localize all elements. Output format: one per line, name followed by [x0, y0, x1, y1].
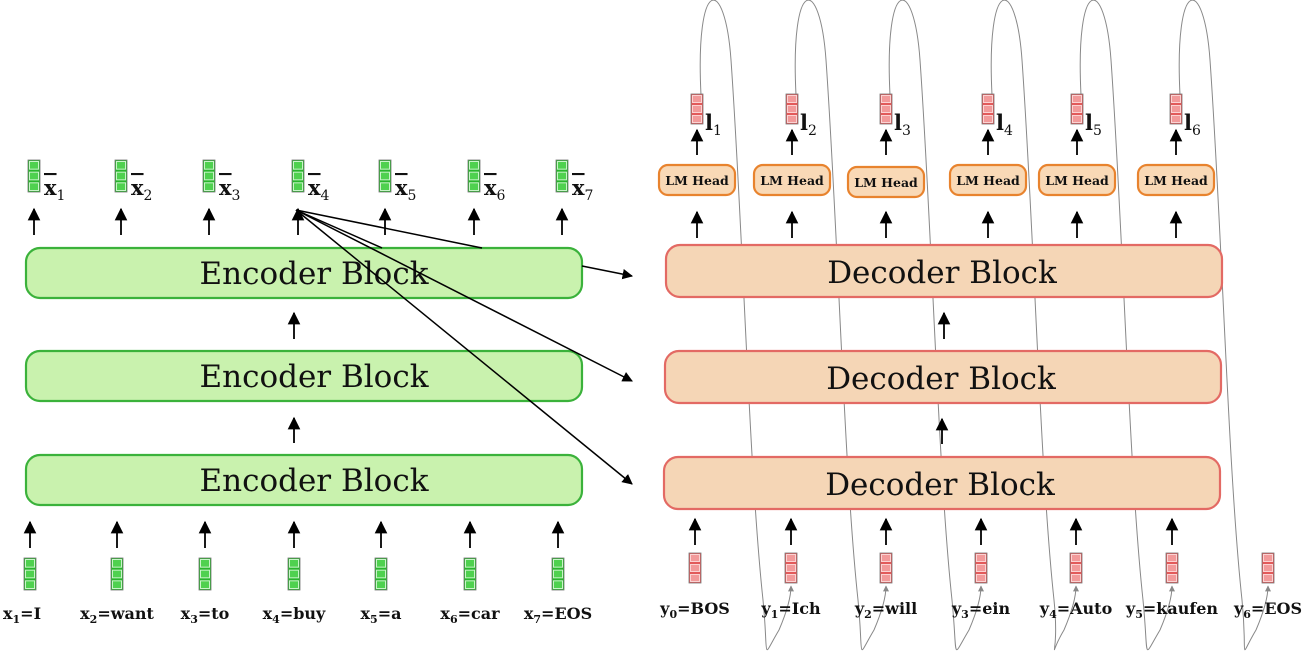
decoder-input-tokens: y0=BOS y1=Ich y2=will y3=ein y4=Auto y5=kaufe… [659, 517, 1302, 621]
encoder-output-vector [555, 159, 569, 193]
encoder-output-vector [114, 159, 128, 193]
lm-heads: LM Head LM Head LM Head LM Head LM Head LM He… [657, 128, 1216, 238]
decoder-input-label: y2=will [854, 599, 917, 621]
decoder-output-vector [1169, 93, 1183, 125]
decoder-output-logits: l1 l2 l3 l4 l5 l6 [690, 93, 1201, 139]
decoder-output-label: l1 [705, 110, 722, 139]
decoder-block-label: Decoder Block [825, 467, 1055, 503]
encoder-input-vector [198, 557, 212, 591]
encoder-block-bottom: Encoder Block [24, 453, 584, 507]
autoregressive-loop-curve [1079, 0, 1175, 650]
encoder-input-vector [110, 557, 124, 591]
autoregressive-loop-curve [990, 0, 1079, 650]
autoregressive-loop-curve [888, 0, 984, 650]
lm-head-box: LM Head [1037, 163, 1117, 197]
encoder-stack: Encoder Block Encoder Block Encoder Bloc… [24, 246, 584, 507]
decoder-block-top: Decoder Block [664, 243, 1224, 299]
encoder-input-vector [23, 557, 37, 591]
encoder-input-label: x2=want [80, 604, 154, 626]
decoder-input-label: y4=Auto [1039, 599, 1113, 621]
encoder-input-tokens: x1=I x2=want x3=to x4=buy x5=a x6=car x7=EOS [3, 520, 592, 626]
decoder-input-vector [879, 552, 893, 584]
encoder-input-label: x4=buy [263, 604, 326, 626]
lm-head-label: LM Head [1045, 173, 1109, 188]
decoder-output-label: l6 [1184, 110, 1201, 139]
decoder-input-label: y5=kaufen [1125, 599, 1219, 621]
decoder-output-vector [981, 93, 995, 125]
lm-head-label: LM Head [854, 175, 918, 190]
encoder-block-middle: Encoder Block [24, 349, 584, 403]
encoder-block-label: Encoder Block [200, 359, 429, 395]
decoder-input-vector [1261, 552, 1275, 584]
decoder-input-vector [688, 552, 702, 584]
decoder-block-middle: Decoder Block [663, 349, 1223, 405]
decoder-block-bottom: Decoder Block [662, 455, 1222, 511]
decoder-input-vector [974, 552, 988, 584]
decoder-output-vector [879, 93, 893, 125]
lm-head-box: LM Head [752, 163, 832, 197]
lm-head-label: LM Head [956, 173, 1020, 188]
autoregressive-loops [699, 0, 1271, 650]
lm-head-box: LM Head [657, 163, 737, 197]
encoder-output-vector [27, 159, 41, 193]
encoder-input-vector [374, 557, 388, 591]
decoder-output-vector [690, 93, 704, 125]
lm-head-box: LM Head [1136, 163, 1216, 197]
encoder-block-top: Encoder Block [24, 246, 584, 300]
decoder-block-label: Decoder Block [827, 255, 1057, 291]
encoder-output-label: x6 [484, 175, 506, 204]
decoder-stack-arrows [935, 311, 951, 444]
encoder-output-label: x7 [572, 175, 593, 204]
encoder-output-label: x1 [44, 175, 65, 204]
decoder-output-vector [785, 93, 799, 125]
encoder-output-label: x2 [131, 175, 152, 204]
decoder-stack: Decoder Block Decoder Block Decoder Bloc… [662, 243, 1224, 511]
decoder-input-vector [1165, 552, 1179, 584]
lm-head-box: LM Head [948, 163, 1028, 197]
encoder-output-label: x5 [395, 175, 416, 204]
autoregressive-loop-curve [794, 0, 889, 650]
encoder-input-vector [463, 557, 477, 591]
encoder-output-label: x3 [219, 175, 240, 204]
decoder-block-label: Decoder Block [826, 361, 1056, 397]
decoder-output-label: l4 [996, 110, 1013, 139]
decoder-input-label: y1=Ich [760, 599, 821, 621]
encoder-input-label: x5=a [361, 604, 402, 626]
encoder-output-label: x4 [308, 175, 330, 204]
encoder-output-vector [202, 159, 216, 193]
encoder-output-vector [378, 159, 392, 193]
decoder-output-label: l5 [1085, 110, 1102, 139]
encoder-block-label: Encoder Block [200, 463, 429, 499]
encoder-input-label: x1=I [3, 604, 41, 626]
decoder-input-vector [784, 552, 798, 584]
decoder-input-label: y3=ein [951, 599, 1011, 621]
decoder-output-vector [1070, 93, 1084, 125]
lm-head-box: LM Head [846, 165, 926, 199]
decoder-input-label: y6=EOS [1233, 599, 1302, 621]
decoder-input-label: y0=BOS [659, 599, 730, 621]
cross-attention-arrows [295, 209, 634, 485]
lm-head-label: LM Head [1144, 173, 1208, 188]
encoder-input-vector [551, 557, 565, 591]
decoder-input-vector [1069, 552, 1083, 584]
autoregressive-loop-curve [1178, 0, 1271, 650]
lm-head-label: LM Head [665, 173, 729, 188]
decoder-output-label: l2 [800, 110, 817, 139]
lm-head-label: LM Head [760, 173, 824, 188]
encoder-output-vectors: x1 x2 x3 x4 x5 x6 x7 [27, 159, 593, 235]
encoder-output-vector [467, 159, 481, 193]
decoder-output-label: l3 [894, 110, 911, 139]
encoder-block-label: Encoder Block [200, 256, 429, 292]
encoder-input-label: x7=EOS [524, 604, 592, 626]
autoregressive-loop-curve [699, 0, 794, 650]
encoder-input-vector [287, 557, 301, 591]
encoder-input-label: x3=to [181, 604, 230, 626]
encoder-output-vector [291, 159, 305, 193]
encoder-input-label: x6=car [440, 604, 500, 626]
